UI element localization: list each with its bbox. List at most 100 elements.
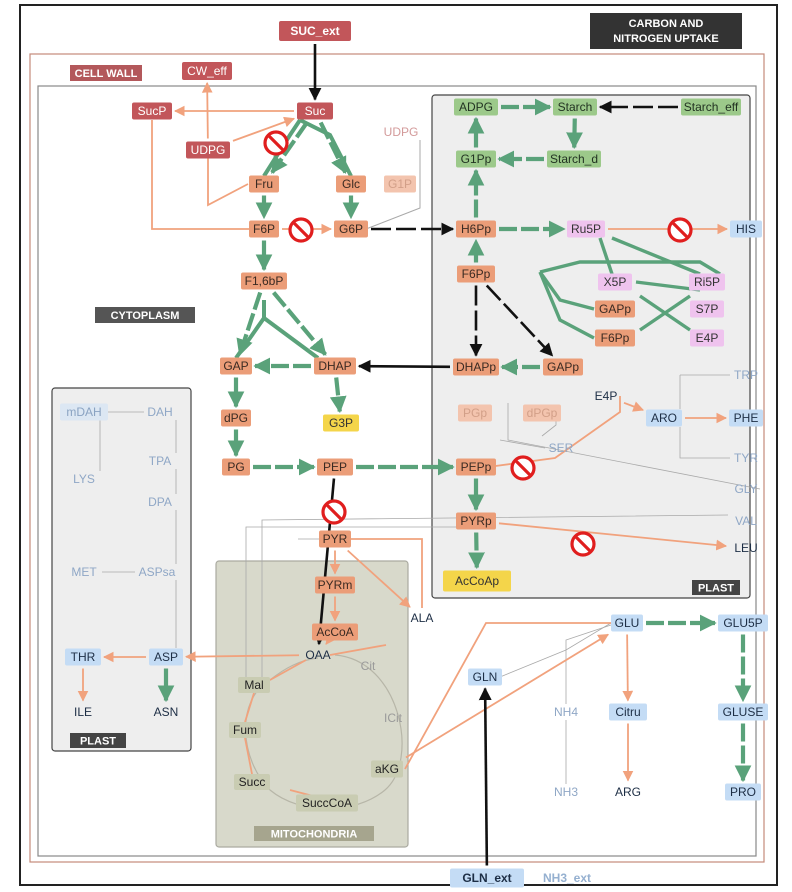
svg-text:CYTOPLASM: CYTOPLASM bbox=[111, 310, 180, 322]
edge-udpg-to-suc bbox=[232, 116, 296, 142]
node-label: GAPp bbox=[547, 360, 579, 374]
node-label: NH3_ext bbox=[543, 871, 591, 885]
edge-ru5p-ri5p bbox=[611, 236, 701, 276]
edge-f16bp-dhap bbox=[262, 316, 320, 360]
node-label: G1Pp bbox=[461, 152, 492, 166]
edge-pyr-ala bbox=[350, 538, 423, 608]
node-box bbox=[323, 414, 359, 432]
node-f16bp: F1,6bP bbox=[241, 272, 287, 290]
node-box bbox=[456, 150, 496, 168]
node-akg: aKG bbox=[371, 760, 403, 778]
node-f6p: F6P bbox=[249, 220, 279, 238]
node-dhapp: DHAPp bbox=[453, 358, 499, 376]
node-label: G1P bbox=[388, 177, 412, 191]
node-box bbox=[312, 623, 358, 641]
node-sucp: SucP bbox=[132, 102, 172, 120]
node-label: ASP bbox=[154, 650, 178, 664]
node-adpg: ADPG bbox=[454, 98, 498, 116]
edge-dhap-to-g3p bbox=[329, 377, 347, 414]
node-tyr: TYR bbox=[734, 451, 758, 465]
minor-connector bbox=[499, 439, 546, 449]
node-box bbox=[456, 512, 496, 530]
node-dpgp: dPGp bbox=[523, 404, 561, 422]
node-box bbox=[336, 175, 366, 193]
node-label: ARG bbox=[615, 785, 641, 799]
node-starch-d: Starch_d bbox=[547, 150, 601, 168]
node-gly: GLY bbox=[734, 482, 757, 496]
svg-text:CELL WALL: CELL WALL bbox=[75, 68, 138, 80]
node-label: NH4 bbox=[554, 705, 578, 719]
node-label: SucP bbox=[138, 104, 167, 118]
node-box bbox=[249, 175, 279, 193]
node-g3p: G3P bbox=[323, 414, 359, 432]
node-udpg2: UDPG bbox=[384, 125, 419, 139]
node-label: Suc bbox=[305, 104, 326, 118]
node-box bbox=[315, 576, 355, 594]
node-label: DPA bbox=[148, 495, 172, 509]
region-label-cell-wall: CELL WALL bbox=[70, 65, 142, 81]
node-label: TYR bbox=[734, 451, 758, 465]
node-glc: Glc bbox=[336, 175, 366, 193]
node-label: Ru5P bbox=[571, 222, 601, 236]
edge-gln_ext-to-gln bbox=[478, 687, 492, 866]
node-label: PG bbox=[227, 460, 244, 474]
node-thr: THR bbox=[65, 648, 101, 666]
inhibition-icon bbox=[667, 217, 693, 243]
node-box bbox=[595, 300, 635, 318]
node-box bbox=[595, 329, 635, 347]
node-icit: ICit bbox=[384, 711, 403, 725]
node-ri5p: Ri5P bbox=[689, 273, 725, 291]
node-label: Starch_eff bbox=[684, 100, 739, 114]
node-label: mDAH bbox=[66, 405, 101, 419]
node-box bbox=[222, 458, 250, 476]
node-box bbox=[221, 409, 251, 427]
node-label: Succ bbox=[239, 775, 266, 789]
node-label: Fum bbox=[233, 723, 257, 737]
node-label: SUC_ext bbox=[290, 24, 339, 38]
node-box bbox=[468, 668, 502, 686]
node-starch-eff: Starch_eff bbox=[681, 98, 741, 116]
node-label: AcCoA bbox=[316, 625, 353, 639]
node-ile: ILE bbox=[74, 705, 92, 719]
edge-glu-to-citru bbox=[622, 634, 634, 702]
node-phe: PHE bbox=[729, 409, 763, 427]
node-label: DHAPp bbox=[456, 360, 496, 374]
node-box bbox=[725, 783, 761, 801]
node-label: PYRp bbox=[460, 514, 492, 528]
node-label: GLU5P bbox=[723, 616, 762, 630]
node-label: GLUSE bbox=[723, 705, 764, 719]
node-box bbox=[186, 141, 230, 159]
node-label: DHAP bbox=[318, 359, 351, 373]
node-label: E4P bbox=[595, 389, 618, 403]
node-label: Starch_d bbox=[550, 152, 598, 166]
edge-dhapp-to-dhap bbox=[357, 359, 451, 373]
node-glu5p: GLU5P bbox=[718, 614, 768, 632]
node-mdah: mDAH bbox=[60, 403, 108, 421]
node-asp: ASP bbox=[149, 648, 183, 666]
node-citru: Citru bbox=[609, 703, 647, 721]
node-box bbox=[279, 21, 351, 41]
node-label: F6Pp bbox=[462, 267, 491, 281]
node-box bbox=[443, 570, 511, 592]
node-label: Ri5P bbox=[694, 275, 720, 289]
node-e4p: E4P bbox=[690, 329, 724, 347]
node-suc-ext: SUC_ext bbox=[279, 21, 351, 41]
edge-accoa-oaa bbox=[329, 644, 387, 656]
node-pgp: PGp bbox=[458, 404, 492, 422]
node-label: TRP bbox=[734, 368, 758, 382]
edge-sucp-f6p bbox=[151, 120, 249, 230]
node-pyr: PYR bbox=[319, 530, 351, 548]
inhibition-icon bbox=[288, 217, 314, 243]
node-leu: LEU bbox=[734, 541, 757, 555]
node-label: PYRm bbox=[318, 578, 353, 592]
node-pyrm: PYRm bbox=[315, 576, 355, 594]
svg-text:MITOCHONDRIA: MITOCHONDRIA bbox=[271, 829, 358, 841]
node-label: ICit bbox=[384, 711, 403, 725]
node-label: LEU bbox=[734, 541, 757, 555]
edge-udpg-fru bbox=[207, 158, 249, 207]
node-nh3-ext: NH3_ext bbox=[543, 871, 591, 885]
node-succcoa: SuccCoA bbox=[296, 794, 358, 812]
edge-ppp-upper bbox=[539, 260, 721, 276]
node-label: X5P bbox=[604, 275, 627, 289]
